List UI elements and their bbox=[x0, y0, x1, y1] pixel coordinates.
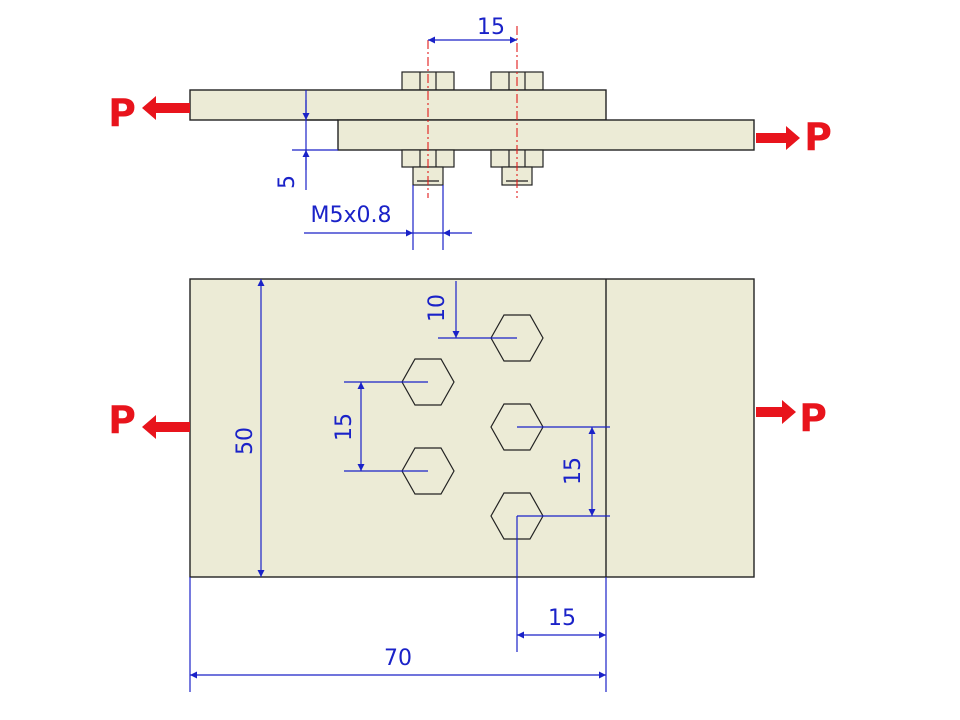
load-arrow-plan-right: P bbox=[756, 396, 827, 440]
end-distance-label: 15 bbox=[548, 606, 576, 631]
load-arrow-side-left: P bbox=[108, 91, 190, 135]
load-label-side-left: P bbox=[108, 91, 136, 135]
load-label-plan-left: P bbox=[108, 398, 136, 442]
edge-distance-label: 10 bbox=[425, 294, 450, 322]
load-label-plan-right: P bbox=[799, 396, 827, 440]
hex-bolt-5 bbox=[490, 492, 544, 540]
left-pitch-label: 15 bbox=[332, 413, 357, 441]
side-view: 15 5 M5x0.8 P P bbox=[108, 15, 832, 250]
load-arrow-plan-left: P bbox=[108, 398, 190, 442]
plan-plate bbox=[189, 278, 755, 578]
overall-length-label: 70 bbox=[384, 646, 412, 671]
right-pitch-label: 15 bbox=[561, 457, 586, 485]
load-arrow-side-right: P bbox=[756, 115, 832, 159]
plan-view: 50 10 15 15 15 70 P P bbox=[108, 278, 827, 692]
upper-plate bbox=[189, 89, 607, 121]
thread-spec-label: M5x0.8 bbox=[311, 203, 392, 228]
hex-bolt-3 bbox=[490, 403, 544, 451]
lower-plate bbox=[337, 119, 755, 151]
thickness-label: 5 bbox=[275, 175, 300, 189]
side-pitch-label: 15 bbox=[477, 15, 505, 40]
plate-width-label: 50 bbox=[233, 427, 258, 455]
load-label-side-right: P bbox=[804, 115, 832, 159]
